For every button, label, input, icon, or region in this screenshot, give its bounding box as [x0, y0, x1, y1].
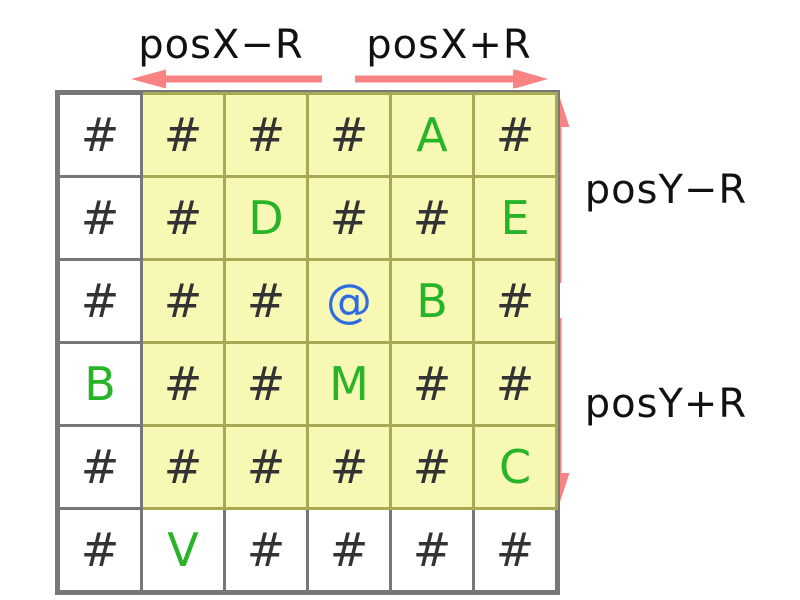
grid-cell-r4c0: # [57, 424, 143, 510]
grid-row: ##D##E [57, 175, 558, 261]
grid-cell-r3c0: B [57, 341, 143, 427]
grid-cell-r3c3: M [306, 341, 392, 427]
grid-cell-r3c5: # [472, 341, 558, 427]
grid-row: ###@B# [57, 258, 558, 344]
grid-cell-r3c4: # [389, 341, 475, 427]
grid-cell-r3c2: # [223, 341, 309, 427]
grid-cell-r2c2: # [223, 258, 309, 344]
grid-cell-r2c4: B [389, 258, 475, 344]
grid-cell-r2c1: # [140, 258, 226, 344]
grid-cell-r4c1: # [140, 424, 226, 510]
posy-plus-r-label: posY+R [584, 381, 748, 427]
grid-cell-r1c0: # [57, 175, 143, 261]
grid-cell-r4c5: C [472, 424, 558, 510]
grid-row: #V#### [57, 507, 558, 593]
grid-cell-r1c2: D [223, 175, 309, 261]
arrow-right-icon [355, 69, 548, 89]
grid-cell-r1c5: E [472, 175, 558, 261]
grid-cell-r5c5: # [472, 507, 558, 593]
grid-cell-r4c3: # [306, 424, 392, 510]
grid: ####A###D##E###@B#B##M#######C#V#### [55, 90, 560, 595]
grid-cell-r4c4: # [389, 424, 475, 510]
arrow-left-icon [131, 69, 322, 89]
posx-plus-r-label: posX+R [366, 22, 532, 68]
grid-cell-r2c0: # [57, 258, 143, 344]
grid-cell-r5c0: # [57, 507, 143, 593]
grid-cell-r5c1: V [140, 507, 226, 593]
grid-cell-r2c5: # [472, 258, 558, 344]
grid-cell-r2c3: @ [306, 258, 392, 344]
grid-row: B##M## [57, 341, 558, 427]
grid-cell-r0c2: # [223, 92, 309, 178]
grid-cell-r1c4: # [389, 175, 475, 261]
grid-cell-r0c3: # [306, 92, 392, 178]
grid-cell-r0c0: # [57, 92, 143, 178]
grid-cell-r4c2: # [223, 424, 309, 510]
grid-row: #####C [57, 424, 558, 510]
grid-cell-r1c1: # [140, 175, 226, 261]
grid-cell-r0c4: A [389, 92, 475, 178]
grid-cell-r5c2: # [223, 507, 309, 593]
grid-cell-r0c5: # [472, 92, 558, 178]
grid-cell-r0c1: # [140, 92, 226, 178]
grid-row: ####A# [57, 92, 558, 178]
grid-cell-r3c1: # [140, 341, 226, 427]
grid-cell-r1c3: # [306, 175, 392, 261]
grid-cell-r5c3: # [306, 507, 392, 593]
grid-cell-r5c4: # [389, 507, 475, 593]
posy-minus-r-label: posY−R [584, 167, 748, 213]
grid-table: ####A###D##E###@B#B##M#######C#V#### [57, 92, 558, 593]
posx-minus-r-label: posX−R [138, 22, 304, 68]
